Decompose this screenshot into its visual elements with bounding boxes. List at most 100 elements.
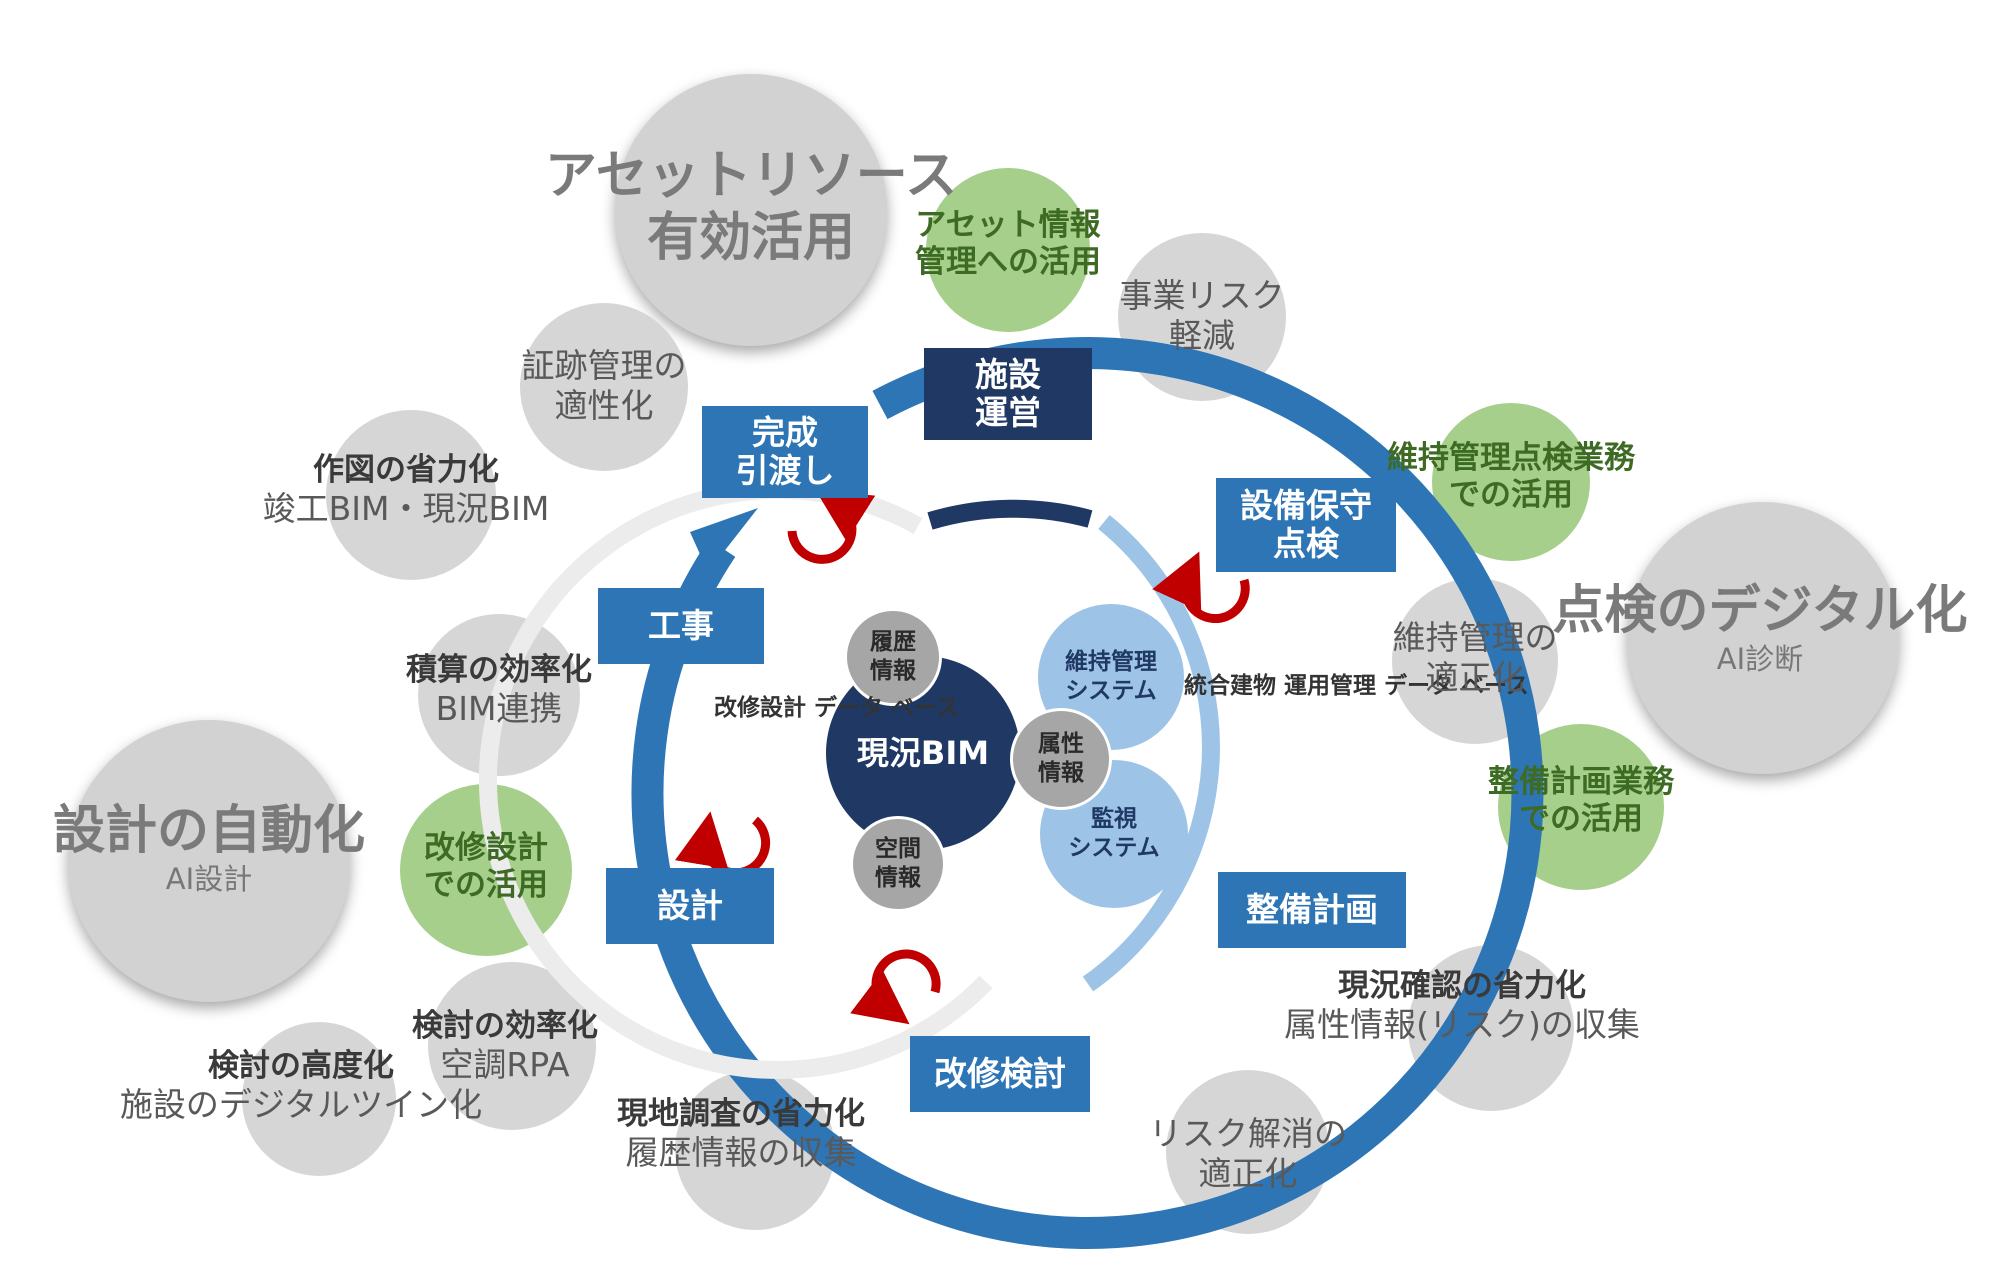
- renovation-db-line3: ベース: [891, 695, 959, 721]
- stage-maint-line2: 点検: [1273, 524, 1339, 563]
- stage-design: 設計: [606, 868, 774, 944]
- inspection-digital-bubble: [1627, 502, 1899, 774]
- stage-maint-line1: 設備保守: [1240, 486, 1372, 526]
- stage-design-line1: 設計: [657, 886, 723, 926]
- asset-title-line2: 有効活用: [646, 208, 855, 269]
- business-risk-label: 事業リスク 軽減: [1096, 276, 1308, 355]
- renovation-use-line1: 改修設計: [424, 830, 548, 866]
- history-line1: 履歴: [870, 629, 916, 656]
- asset-bubble: [615, 74, 887, 346]
- attribute-line1: 属性: [1038, 731, 1084, 758]
- attribute-info-node: 属性 情報: [1010, 708, 1112, 810]
- cycle-arrow-renovation: [850, 949, 941, 1025]
- maintenance-system-line1: 維持管理: [1065, 649, 1157, 676]
- stage-handover-line2: 引渡し: [735, 451, 835, 490]
- space-line1: 空間: [875, 836, 921, 863]
- asset-title: アセットリソース 有効活用: [528, 145, 974, 270]
- maint-use-line1: 維持管理点検業務: [1387, 440, 1635, 476]
- integrated-db-line3: データ: [1384, 673, 1454, 699]
- maint-inspection-use-label: 維持管理点検業務 での活用: [1368, 440, 1654, 514]
- maint-use-line2: での活用: [1449, 477, 1573, 514]
- asset-info-label: アセット情報 管理への活用: [890, 207, 1126, 281]
- plan-use-line2: での活用: [1519, 801, 1643, 838]
- status-check-subtitle: 属性情報(リスク)の収集: [1284, 1005, 1640, 1045]
- inspection-digital-title: 点検のデジタル化: [1552, 581, 1968, 641]
- estimate-label: 積算の効率化 BIM連携: [376, 652, 622, 729]
- history-line2: 情報: [870, 658, 916, 684]
- cycle-arrow-handover: [787, 489, 876, 564]
- estimate-subtitle: BIM連携: [435, 689, 563, 729]
- evidence-line1: 証跡管理の: [521, 346, 687, 385]
- drawing-subtitle: 竣工BIM・現況BIM: [262, 489, 550, 529]
- maint-normalize-line1: 維持管理の: [1392, 618, 1558, 657]
- design-automation-title: 設計の自動化: [52, 801, 365, 861]
- business-risk-line1: 事業リスク: [1119, 276, 1285, 315]
- study-advance-label: 検討の高度化 施設のデジタルツイン化: [112, 1048, 490, 1125]
- inner-ring-navy: [927, 499, 1093, 530]
- site-survey-subtitle: 履歴情報の収集: [625, 1133, 857, 1173]
- stage-handover: 完成 引渡し: [702, 406, 868, 498]
- renovation-use-label: 改修設計 での活用: [380, 830, 592, 904]
- center-title: 現況BIM: [856, 734, 990, 772]
- renovation-db-line1: 改修設計: [714, 695, 806, 721]
- estimate-title: 積算の効率化: [406, 652, 592, 688]
- maintenance-system-line2: システム: [1065, 678, 1157, 704]
- status-check-title: 現況確認の省力化: [1338, 968, 1586, 1004]
- design-automation-subtitle: AI設計: [165, 862, 253, 897]
- integrated-db-line2: 運用管理: [1284, 673, 1377, 699]
- inspection-digital-subtitle: AI診断: [1716, 642, 1804, 677]
- stage-construction-line1: 工事: [648, 606, 714, 646]
- renovation-db-line2: データ: [814, 695, 884, 721]
- integrated-db-line4: ベース: [1461, 673, 1529, 699]
- study-advance-subtitle: 施設のデジタルツイン化: [119, 1085, 483, 1125]
- study-efficiency-title: 検討の効率化: [412, 1008, 598, 1044]
- drawing-title: 作図の省力化: [313, 452, 499, 488]
- study-efficiency-label: 検討の効率化 空調RPA: [380, 1008, 630, 1085]
- stage-handover-line1: 完成: [752, 413, 818, 453]
- design-automation-bubble: [68, 720, 350, 1002]
- risk-resolve-line2: 適正化: [1198, 1153, 1298, 1193]
- space-info-node: 空間 情報: [850, 816, 946, 912]
- attribute-line2: 情報: [1038, 760, 1084, 786]
- status-check-label: 現況確認の省力化 属性情報(リスク)の収集: [1272, 968, 1652, 1045]
- asset-info-line2: 管理への活用: [915, 244, 1101, 281]
- evidence-label: 証跡管理の 適性化: [494, 346, 714, 425]
- stage-operation: 施設 運営: [924, 348, 1092, 440]
- stage-maintenance-plan: 整備計画: [1218, 872, 1406, 948]
- space-line2: 情報: [875, 865, 921, 891]
- evidence-bubble: [520, 303, 688, 471]
- drawing-bubble: [326, 410, 496, 580]
- stage-operation-line1: 施設: [975, 355, 1041, 395]
- cycle-arrow-maintenance: [1152, 551, 1250, 623]
- stage-renovation-line1: 改修検討: [934, 1054, 1066, 1094]
- asset-info-line1: アセット情報: [915, 207, 1101, 243]
- stage-construction: 工事: [598, 588, 764, 664]
- site-survey-title: 現地調査の省力化: [617, 1096, 865, 1132]
- design-automation-text: 設計の自動化 AI設計: [36, 800, 382, 897]
- stage-operation-line2: 運営: [975, 393, 1041, 432]
- evidence-line2: 適性化: [554, 385, 654, 425]
- maint-normalize-line2: 適正化: [1425, 657, 1525, 697]
- study-advance-bubble: [242, 1022, 396, 1176]
- stage-maintenance-inspection: 設備保守 点検: [1216, 478, 1396, 572]
- stage-plan-line1: 整備計画: [1246, 890, 1378, 930]
- study-advance-title: 検討の高度化: [208, 1048, 394, 1084]
- integrated-db-line1: 統合建物: [1184, 673, 1276, 699]
- risk-resolve-line1: リスク解消の: [1149, 1114, 1347, 1153]
- monitoring-system-line1: 監視: [1091, 806, 1137, 833]
- plan-use-label: 整備計画業務 での活用: [1456, 764, 1706, 838]
- study-efficiency-subtitle: 空調RPA: [440, 1045, 570, 1085]
- asset-title-line1: アセットリソース: [544, 146, 958, 206]
- plan-use-line1: 整備計画業務: [1488, 764, 1674, 800]
- business-risk-line2: 軽減: [1169, 315, 1235, 355]
- renovation-design-db-label: 改修設計 データ ベース: [714, 694, 959, 724]
- inspection-digital-text: 点検のデジタル化 AI診断: [1538, 580, 1982, 677]
- renovation-use-line2: での活用: [424, 867, 548, 904]
- monitoring-system-line2: システム: [1068, 835, 1160, 861]
- cycle-arrow-design: [675, 811, 771, 878]
- asset-info-green-bubble: [926, 168, 1090, 332]
- risk-resolve-label: リスク解消の 適正化: [1126, 1114, 1370, 1193]
- history-info-node: 履歴 情報: [844, 608, 942, 706]
- maint-normalize-label: 維持管理の 適正化: [1364, 618, 1586, 697]
